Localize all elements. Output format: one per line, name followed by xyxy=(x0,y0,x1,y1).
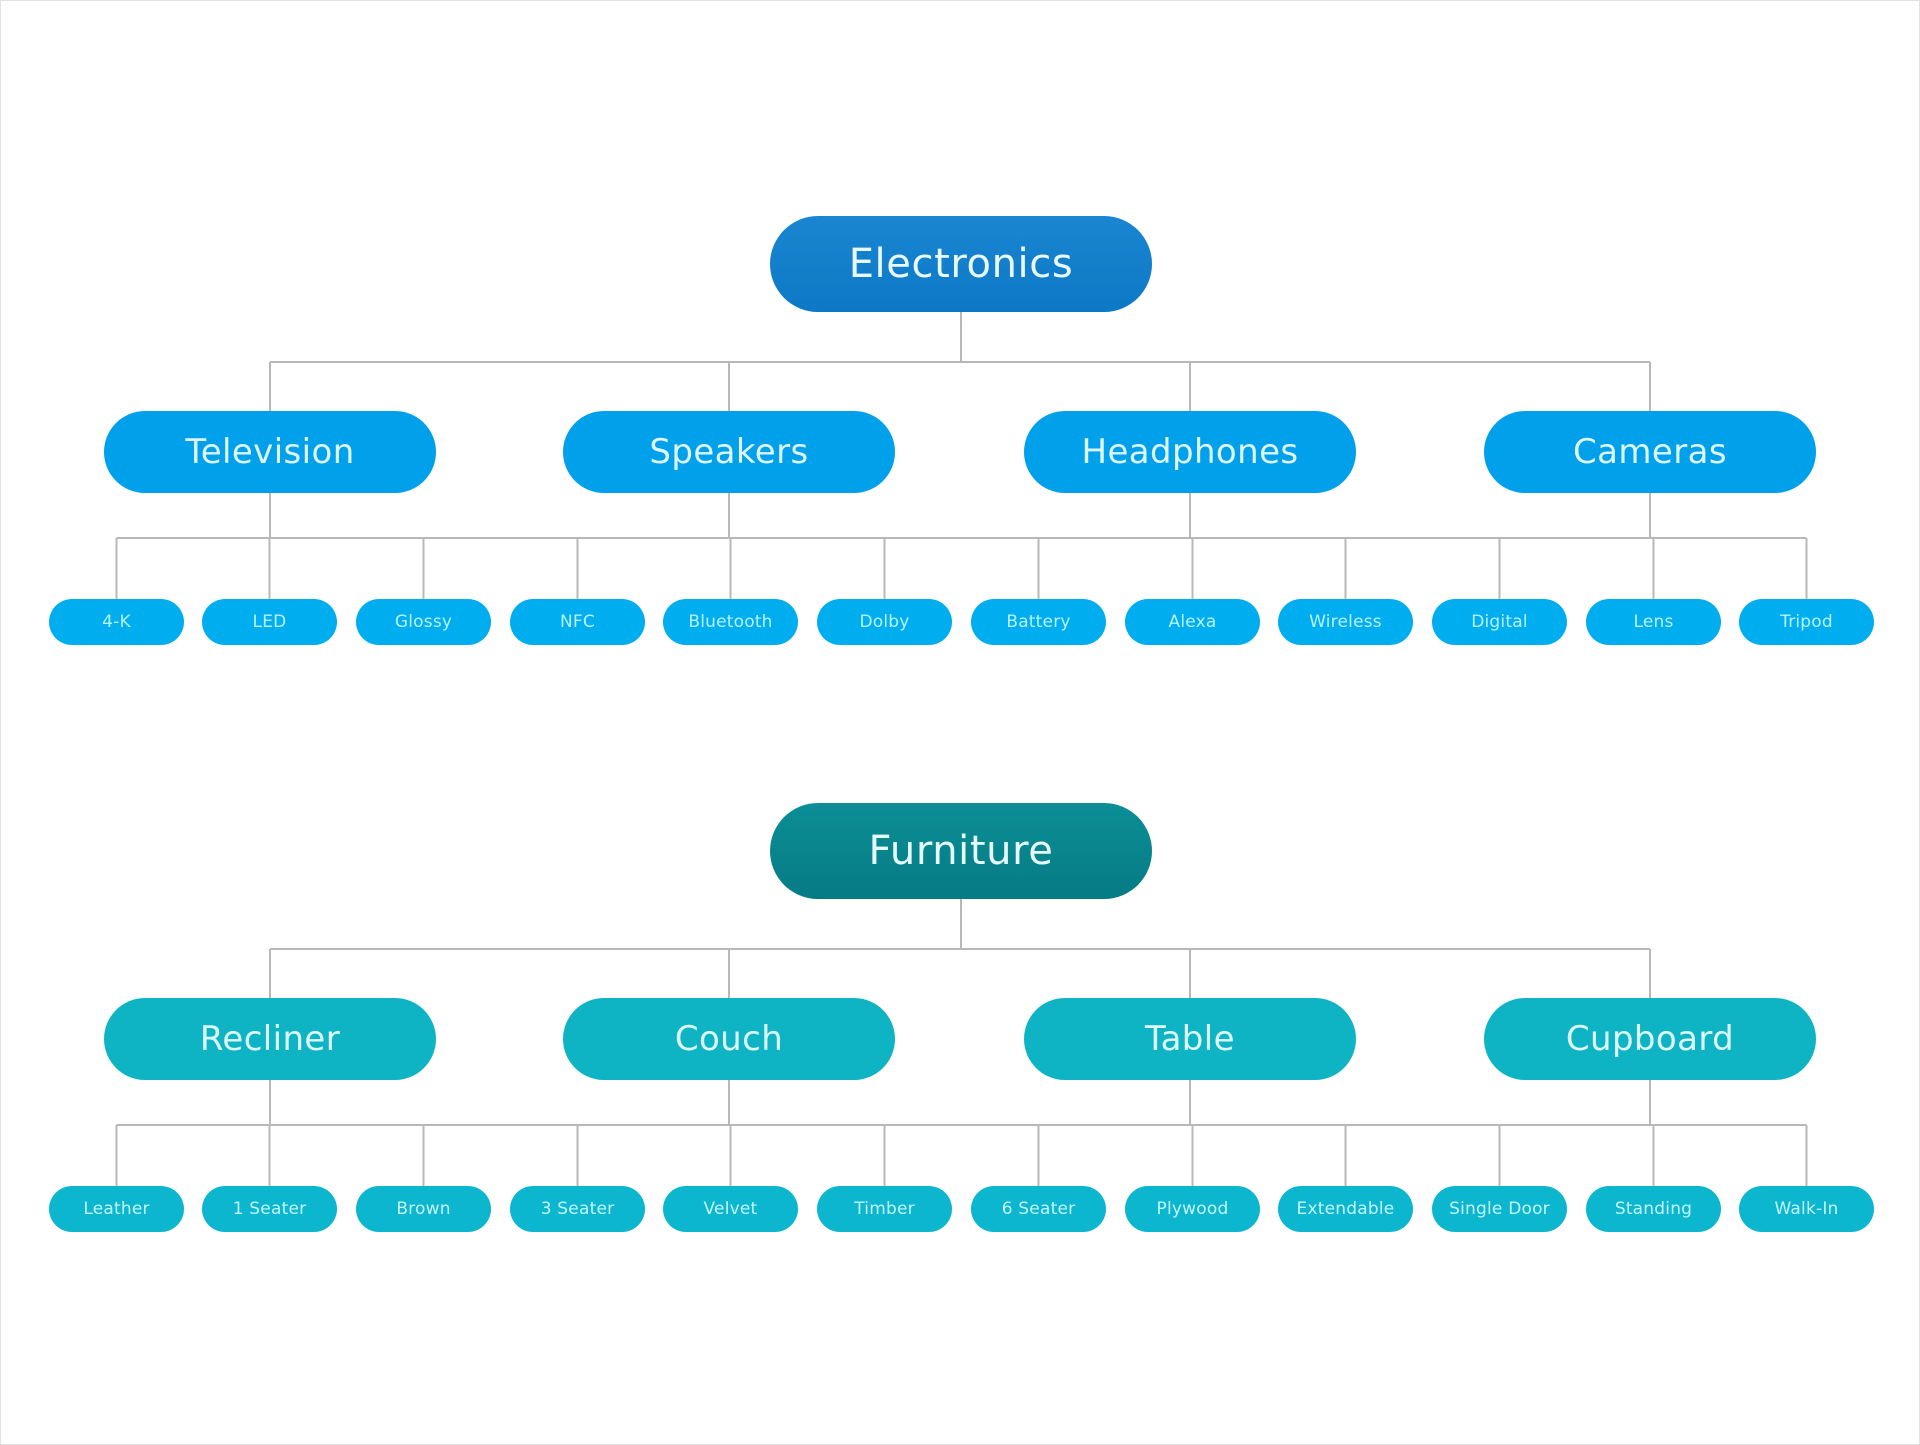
category-node-recliner[interactable]: Recliner xyxy=(104,998,436,1080)
leaf-node-walk-in[interactable]: Walk-In xyxy=(1739,1186,1874,1232)
leaf-node-glossy[interactable]: Glossy xyxy=(356,599,491,645)
leaf-node-led[interactable]: LED xyxy=(202,599,337,645)
leaf-node-4k[interactable]: 4-K xyxy=(49,599,184,645)
leaf-node-3-seater[interactable]: 3 Seater xyxy=(510,1186,645,1232)
leaf-node-6-seater[interactable]: 6 Seater xyxy=(971,1186,1106,1232)
leaf-node-plywood[interactable]: Plywood xyxy=(1125,1186,1260,1232)
category-node-speakers[interactable]: Speakers xyxy=(563,411,895,493)
leaf-node-wireless[interactable]: Wireless xyxy=(1278,599,1413,645)
leaf-node-lens[interactable]: Lens xyxy=(1586,599,1721,645)
category-node-headphones[interactable]: Headphones xyxy=(1024,411,1356,493)
leaf-node-extendable[interactable]: Extendable xyxy=(1278,1186,1413,1232)
leaf-node-standing[interactable]: Standing xyxy=(1586,1186,1721,1232)
leaf-node-leather[interactable]: Leather xyxy=(49,1186,184,1232)
leaf-node-velvet[interactable]: Velvet xyxy=(663,1186,798,1232)
category-node-television[interactable]: Television xyxy=(104,411,436,493)
leaf-node-alexa[interactable]: Alexa xyxy=(1125,599,1260,645)
leaf-node-1-seater[interactable]: 1 Seater xyxy=(202,1186,337,1232)
leaf-node-brown[interactable]: Brown xyxy=(356,1186,491,1232)
leaf-node-nfc[interactable]: NFC xyxy=(510,599,645,645)
leaf-node-single-door[interactable]: Single Door xyxy=(1432,1186,1567,1232)
category-node-table[interactable]: Table xyxy=(1024,998,1356,1080)
leaf-node-tripod[interactable]: Tripod xyxy=(1739,599,1874,645)
leaf-node-battery[interactable]: Battery xyxy=(971,599,1106,645)
leaf-node-dolby[interactable]: Dolby xyxy=(817,599,952,645)
category-node-cameras[interactable]: Cameras xyxy=(1484,411,1816,493)
root-node-electronics[interactable]: Electronics xyxy=(770,216,1152,312)
root-node-furniture[interactable]: Furniture xyxy=(770,803,1152,899)
leaf-node-bluetooth[interactable]: Bluetooth xyxy=(663,599,798,645)
category-node-cupboard[interactable]: Cupboard xyxy=(1484,998,1816,1080)
leaf-node-timber[interactable]: Timber xyxy=(817,1186,952,1232)
leaf-node-digital[interactable]: Digital xyxy=(1432,599,1567,645)
category-node-couch[interactable]: Couch xyxy=(563,998,895,1080)
